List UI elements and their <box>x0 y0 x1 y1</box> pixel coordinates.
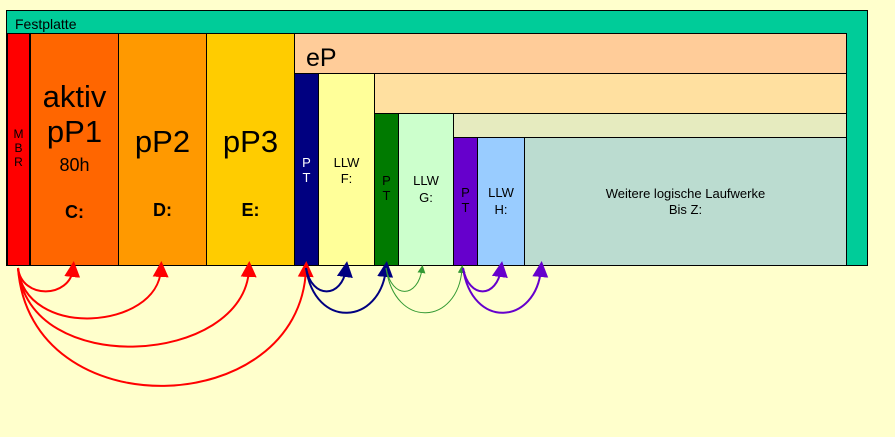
llw-f-drive: F: <box>340 171 353 186</box>
pp1-drive: C: <box>65 202 84 222</box>
arrow-mbr-pp1 <box>17 261 81 293</box>
pt-h: P T <box>453 137 478 266</box>
mbr-letter-b: B <box>14 141 23 155</box>
llw-g-drive: G: <box>419 190 433 205</box>
pp3-drive: E: <box>241 200 260 220</box>
llw-h: LLW H: <box>477 137 525 266</box>
llw-g-label: LLW <box>413 173 439 188</box>
pp1-aktiv: aktiv <box>42 79 107 114</box>
disk-label: Festplatte <box>15 16 77 32</box>
arrow-ptf-ptg <box>305 261 394 314</box>
arrow-mbr-pp2 <box>17 261 169 320</box>
arrow-mbr-pp3 <box>17 261 257 348</box>
arrow-pth-next <box>462 261 549 314</box>
pt-g-t: T <box>382 188 391 203</box>
more-line-1: Weitere logische Laufwerke <box>605 186 766 201</box>
partition-pp3: pP3 E: <box>206 33 295 266</box>
pp3-name: pP3 <box>222 124 279 159</box>
mbr-letter-r: R <box>14 155 23 169</box>
pp2-drive: D: <box>153 200 172 220</box>
llw-g: LLW G: <box>398 113 454 266</box>
arrow-ptg-pth <box>385 265 466 314</box>
extended-label: eP <box>306 44 337 72</box>
pp1-id: 80h <box>59 155 90 175</box>
more-logical-drives: Weitere logische Laufwerke Bis Z: <box>524 137 847 266</box>
mbr-letter-m: M <box>13 127 24 141</box>
more-line-2: Bis Z: <box>668 202 703 217</box>
arrow-ptg-g <box>385 265 426 292</box>
partition-pp2: pP2 D: <box>118 33 207 266</box>
pp1-name: pP1 <box>46 114 103 149</box>
pt-h-p: P <box>461 185 470 200</box>
llw-f-label: LLW <box>333 155 360 170</box>
llw-h-drive: H: <box>494 202 508 217</box>
llw-f: LLW F: <box>318 73 375 266</box>
pt-h-t: T <box>461 200 470 215</box>
llw-h-label: LLW <box>488 185 514 200</box>
mbr-block: M B R <box>7 33 30 266</box>
pp2-name: pP2 <box>134 124 191 159</box>
pt-f-t: T <box>302 170 311 185</box>
pt-g-p: P <box>382 173 391 188</box>
arrow-mbr-extended <box>17 261 314 387</box>
pt-f-p: P <box>302 155 311 170</box>
